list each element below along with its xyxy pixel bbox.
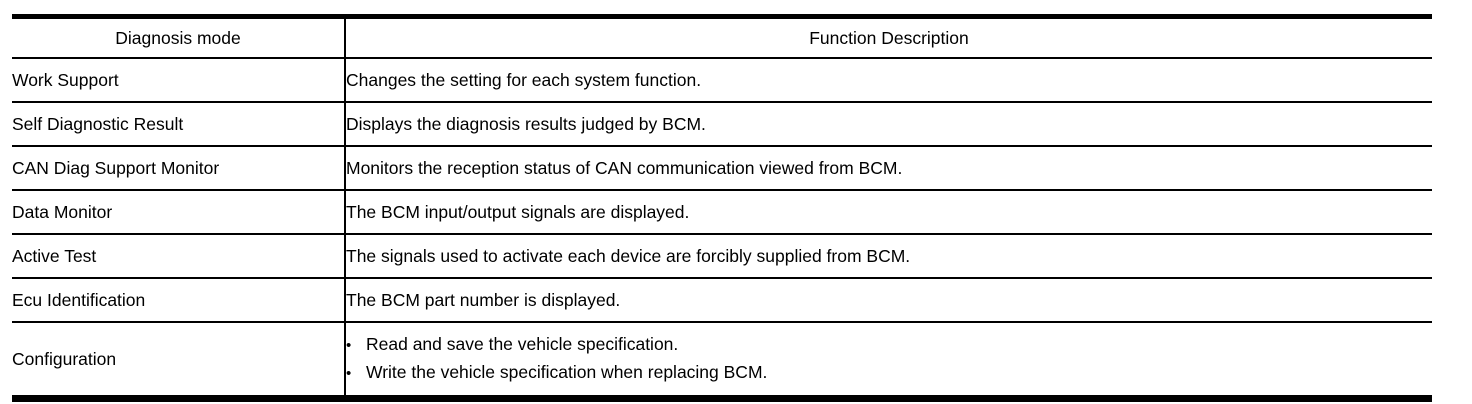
function-description-cell: The BCM input/output signals are display… [345,190,1432,235]
header-diagnosis-mode: Diagnosis mode [12,16,346,59]
bullet-text: Write the vehicle specification when rep… [366,362,768,382]
list-item: • Read and save the vehicle specificatio… [346,332,1432,358]
function-description-cell: Displays the diagnosis results judged by… [345,102,1432,147]
function-description-cell: Monitors the reception status of CAN com… [345,146,1432,191]
function-description-cell: The BCM part number is displayed. [345,278,1432,323]
bullet-list: • Read and save the vehicle specificatio… [346,332,1432,386]
table-row: Work Support Changes the setting for eac… [12,58,1432,103]
table-row: Active Test The signals used to activate… [12,234,1432,279]
diagnosis-mode-cell: Self Diagnostic Result [12,102,346,147]
diagnosis-mode-cell: Ecu Identification [12,278,346,323]
diagnosis-mode-cell: Data Monitor [12,190,346,235]
diagnosis-mode-cell: CAN Diag Support Monitor [12,146,346,191]
bullet-icon: • [346,337,352,354]
diagnosis-mode-cell: Active Test [12,234,346,279]
table-header-row: Diagnosis mode Function Description [12,16,1432,59]
function-description-cell: The signals used to activate each device… [345,234,1432,279]
table-row: Ecu Identification The BCM part number i… [12,278,1432,323]
diagnosis-mode-table: Diagnosis mode Function Description Work… [12,14,1432,402]
function-description-cell: Changes the setting for each system func… [345,58,1432,103]
table-row: Data Monitor The BCM input/output signal… [12,190,1432,235]
table-row: CAN Diag Support Monitor Monitors the re… [12,146,1432,191]
bullet-icon: • [346,365,352,382]
header-function-description: Function Description [345,16,1432,59]
table-row: Self Diagnostic Result Displays the diag… [12,102,1432,147]
diagnosis-mode-cell: Work Support [12,58,346,103]
bullet-text: Read and save the vehicle specification. [366,334,679,354]
list-item: • Write the vehicle specification when r… [346,360,1432,386]
function-description-cell: • Read and save the vehicle specificatio… [345,322,1432,400]
table-row: Configuration • Read and save the vehicl… [12,322,1432,400]
diagnosis-mode-cell: Configuration [12,322,346,400]
